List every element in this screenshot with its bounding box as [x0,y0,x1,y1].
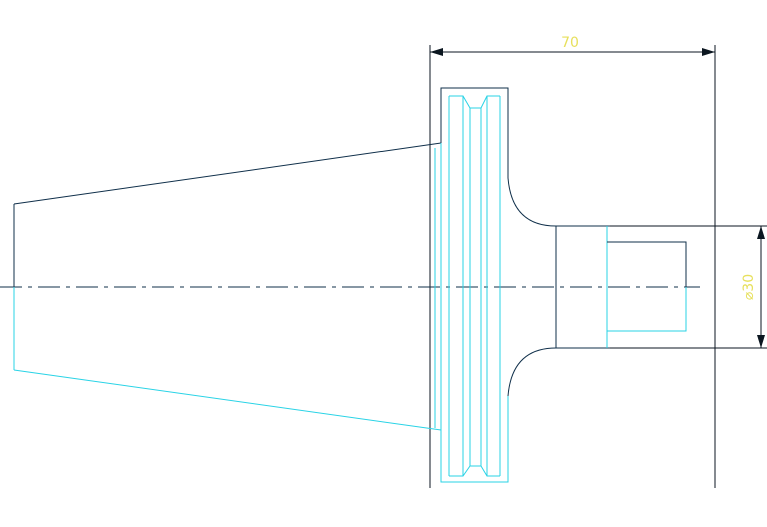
length-dimension-text: 70 [561,35,579,51]
taper-bottom-edge [13,369,442,431]
flange-section [440,87,610,483]
length-arrow-left [430,48,443,56]
bore-outline-bottom [607,287,687,332]
length-arrow-right [702,48,715,56]
diameter-dimension-text: ⌀30 [741,274,757,300]
diameter-dimension: ⌀30 [610,225,767,349]
groove-bottom-profile [449,465,500,477]
length-dimension: 70 [429,35,716,488]
flange-fillet-top [507,177,557,227]
shank-section [555,226,687,348]
taper-top-edge [13,142,442,205]
bore-outline-top [607,241,687,287]
taper-section [13,142,442,431]
groove-top-profile [449,95,500,109]
flange-outline-top [440,87,509,178]
diameter-arrow-top [757,226,765,239]
flange-outline-bottom [440,396,509,483]
diameter-arrow-bottom [757,335,765,348]
flange-fillet-bottom [507,347,557,397]
